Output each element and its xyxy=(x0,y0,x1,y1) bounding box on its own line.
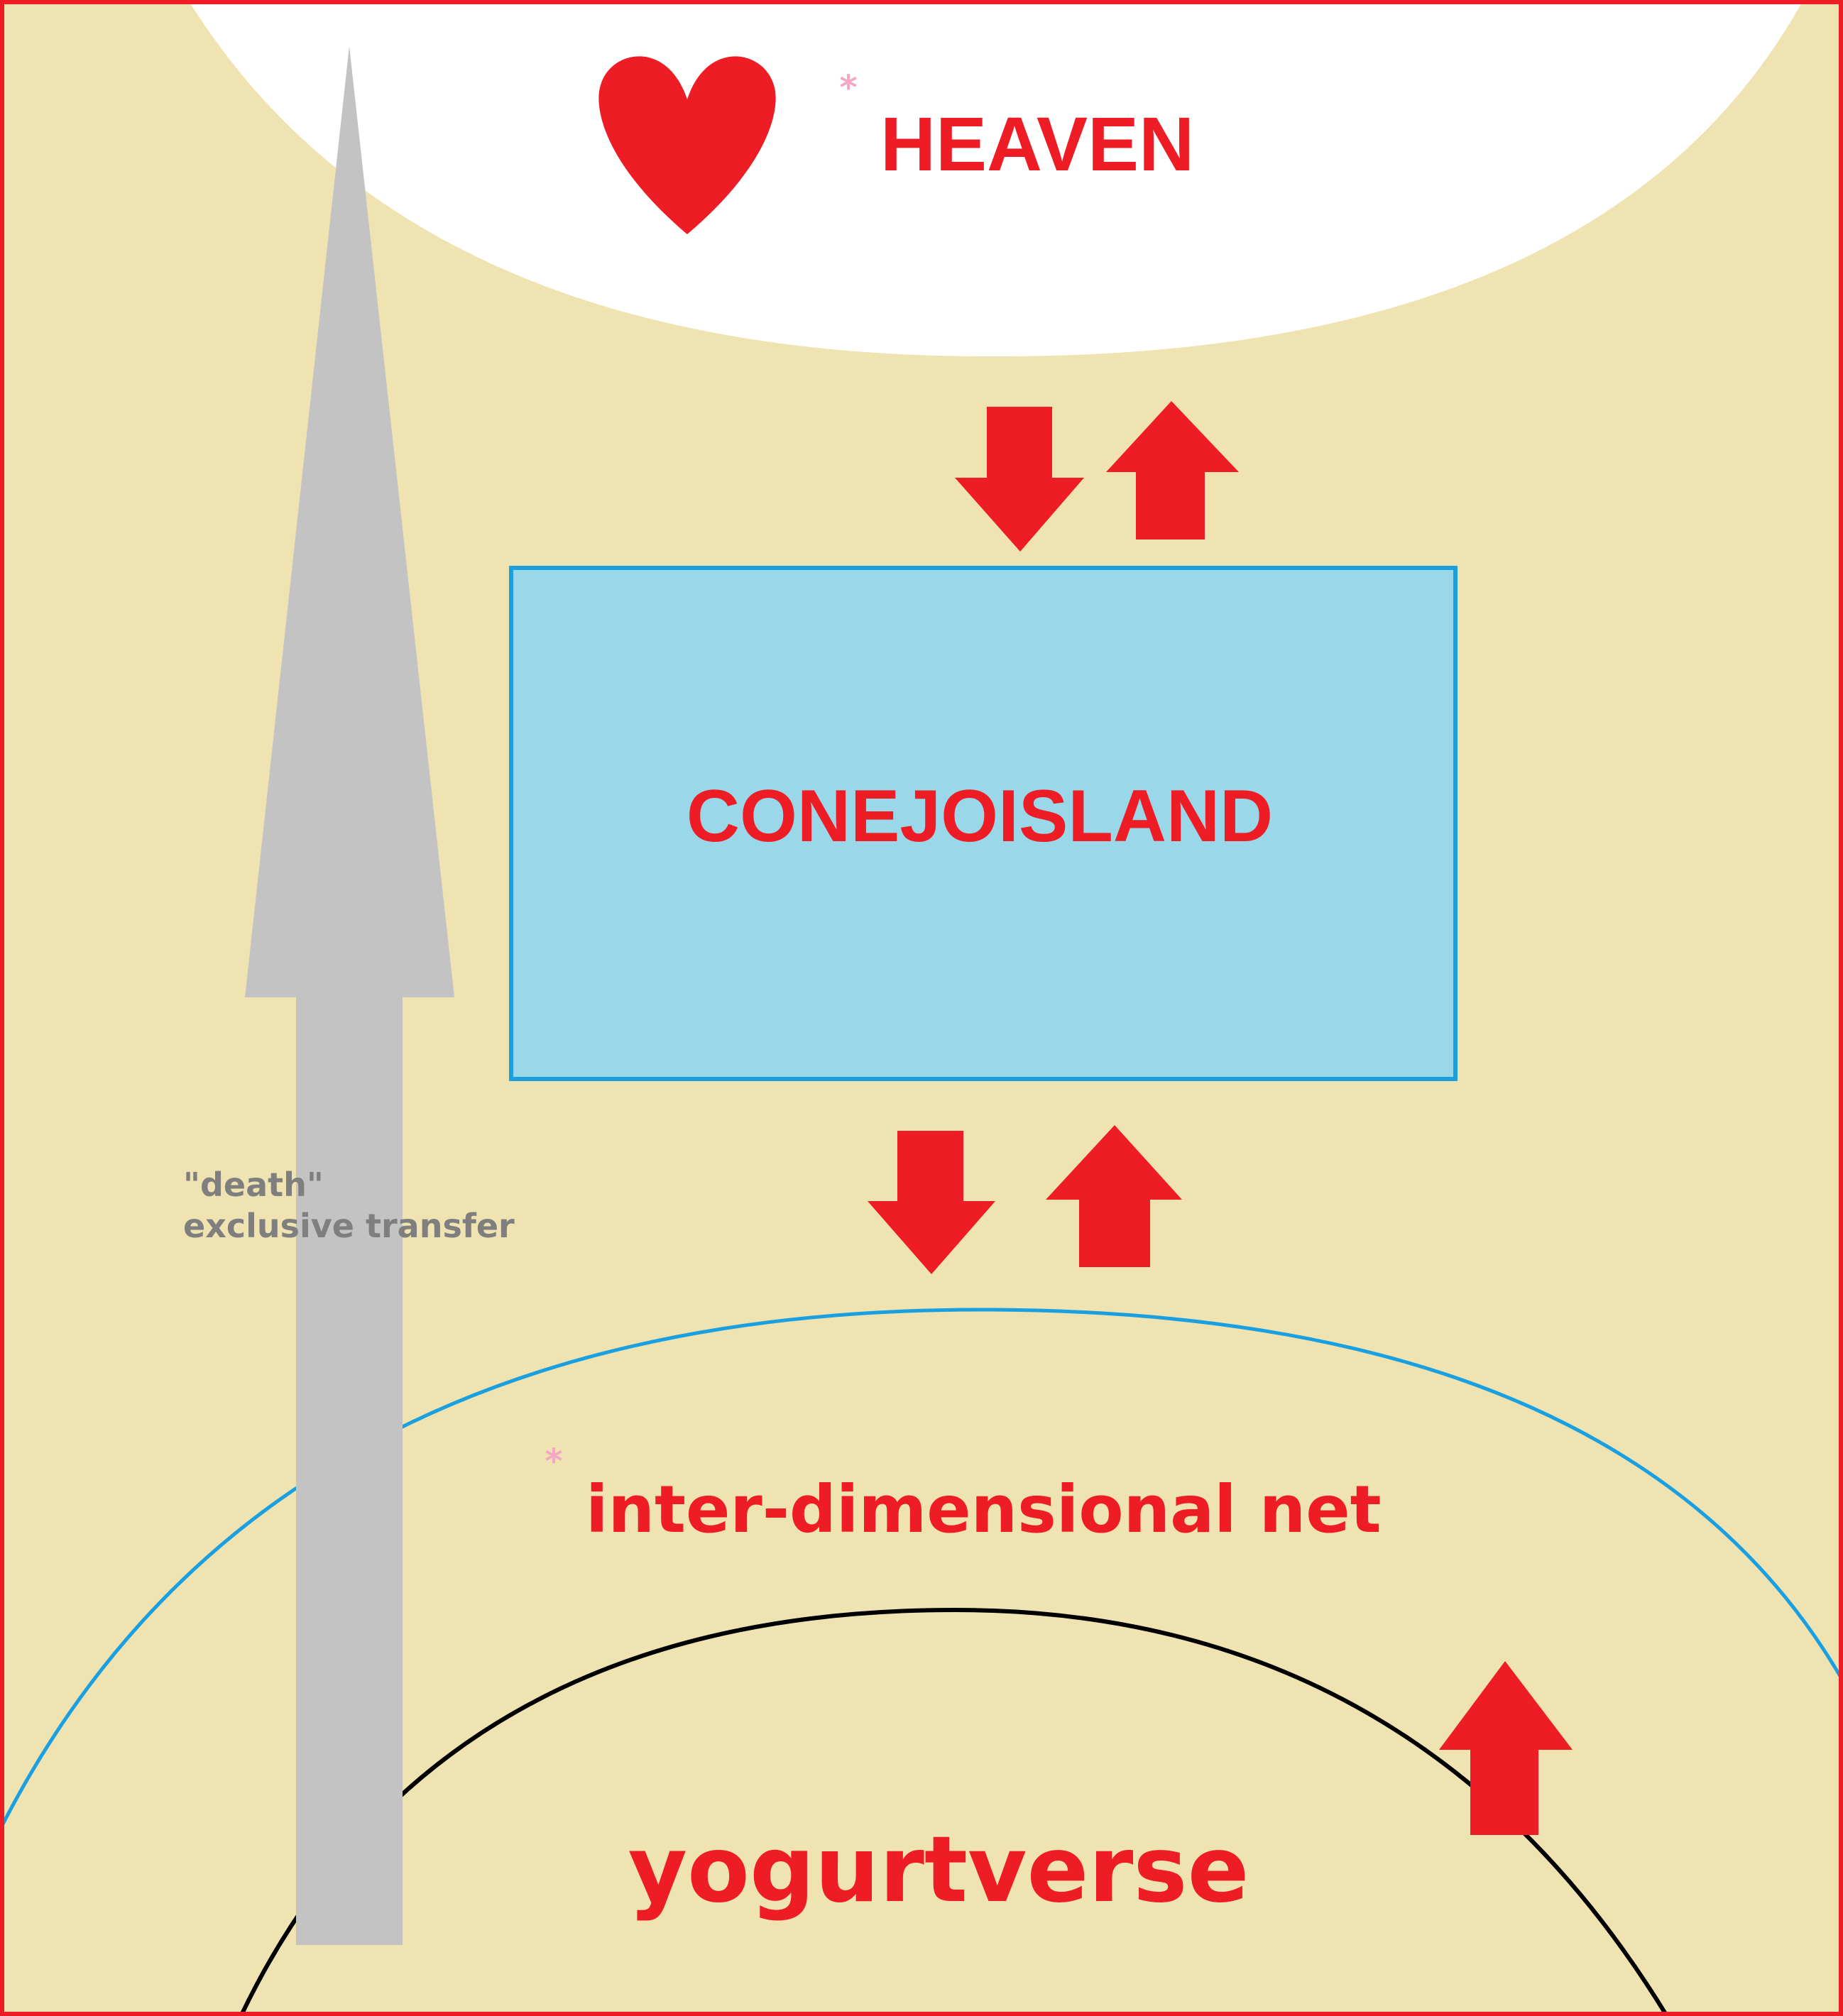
heaven-region xyxy=(188,0,1803,357)
heaven-label: HEAVEN xyxy=(880,101,1194,187)
yogurtverse-label: yogurtverse xyxy=(628,1817,1249,1923)
asterisk-icon: * xyxy=(545,1442,562,1481)
arrow-up-island-to-heaven xyxy=(1106,401,1239,539)
death-label-line2: exclusive transfer xyxy=(183,1207,515,1245)
inter-dimensional-net-arc xyxy=(0,1308,1843,1834)
asterisk-icon: * xyxy=(839,68,857,108)
conejoisland-label: CONEJOISLAND xyxy=(687,775,1273,858)
arrow-down-island-to-net xyxy=(868,1131,995,1274)
conejoisland-box xyxy=(509,566,1458,1081)
arrow-up-from-yogurtverse xyxy=(1439,1661,1573,1835)
death-label-line1: "death" xyxy=(183,1166,324,1204)
heart-icon xyxy=(598,56,776,234)
inter-dimensional-net-label: inter-dimensional net xyxy=(586,1472,1382,1547)
arrow-down-heaven-to-island xyxy=(955,407,1084,552)
death-transfer-arrow xyxy=(245,46,454,1945)
arrow-up-net-to-island xyxy=(1046,1125,1182,1267)
